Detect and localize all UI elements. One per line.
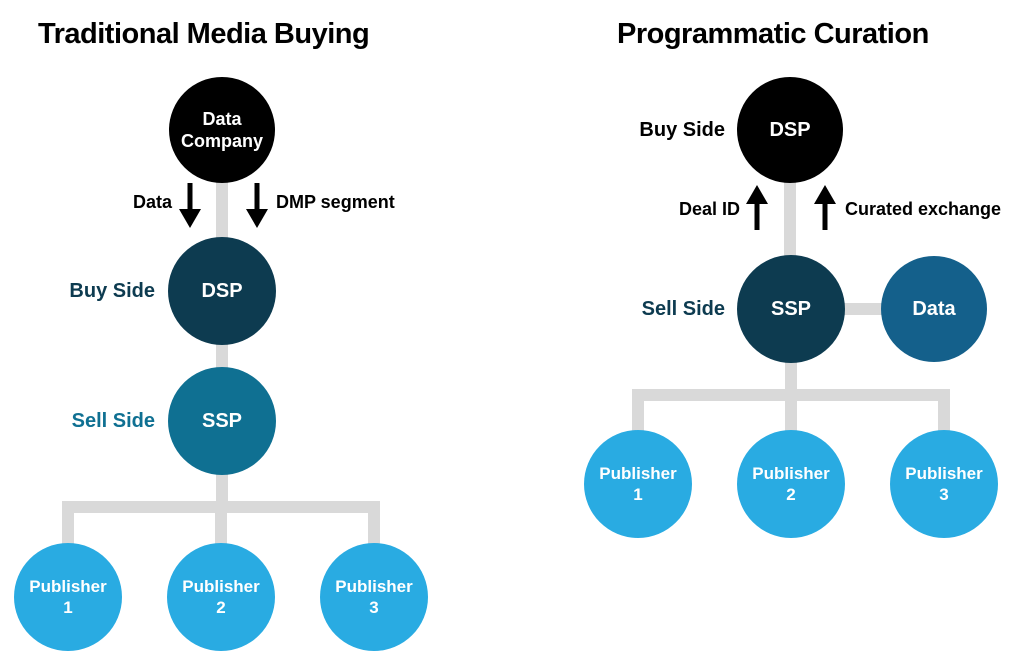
branch-stub-publisher-1 [62,501,74,553]
up-arrow-icon [814,185,836,230]
node-ssp: SSP [737,255,845,363]
dmp-segment-flow-label: DMP segment [276,192,395,212]
node-data-company: Data Company [169,77,275,183]
down-arrow-icon [179,183,201,228]
node-publisher-3: Publisher 3 [320,543,428,651]
branch-stub-publisher-3 [938,389,950,441]
deal-id-flow-label: Deal ID [678,199,740,219]
right-diagram-title: Programmatic Curation [617,18,929,50]
data-flow-label: Data [132,192,172,212]
node-publisher-1: Publisher 1 [584,430,692,538]
node-publisher-2: Publisher 2 [737,430,845,538]
branch-stub-publisher-1 [632,389,644,441]
branch-stub-publisher-2 [215,501,227,553]
up-arrow-icon [746,185,768,230]
sell-side-label: Sell Side [71,410,155,432]
node-dsp: DSP [168,237,276,345]
node-data: Data [881,256,987,362]
buy-side-label: Buy Side [69,280,155,302]
branch-stub-publisher-3 [368,501,380,553]
left-diagram-title: Traditional Media Buying [38,18,370,50]
node-ssp: SSP [168,367,276,475]
branch-stub-publisher-2 [785,389,797,441]
node-dsp: DSP [737,77,843,183]
sell-side-label: Sell Side [641,298,725,320]
buy-side-label: Buy Side [639,119,725,141]
node-publisher-3: Publisher 3 [890,430,998,538]
down-arrow-icon [246,183,268,228]
node-publisher-2: Publisher 2 [167,543,275,651]
node-publisher-1: Publisher 1 [14,543,122,651]
curated-exchange-flow-label: Curated exchange [845,199,1002,219]
